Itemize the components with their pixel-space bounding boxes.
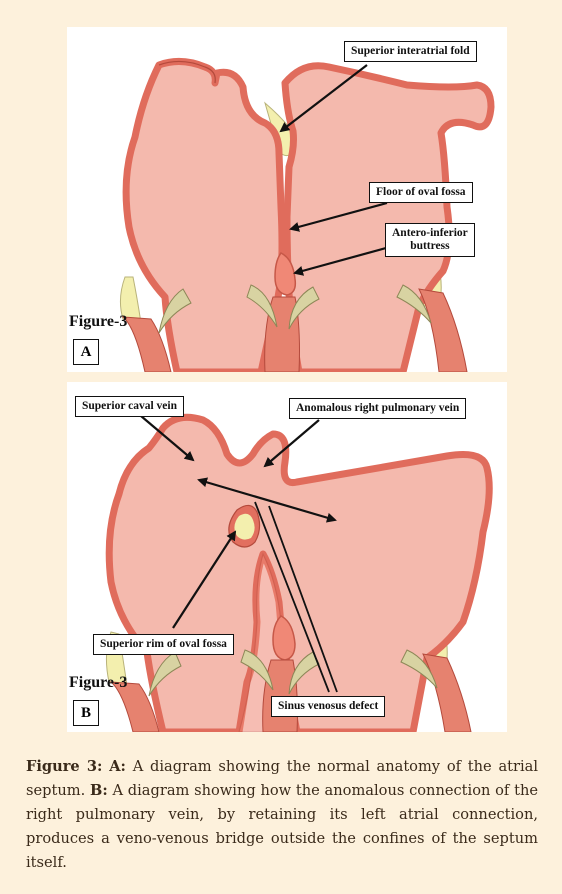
wall-bottom-right bbox=[423, 654, 471, 732]
caption-b-label: B: bbox=[90, 782, 108, 799]
figure-caption: Figure 3: A: A diagram showing the norma… bbox=[26, 755, 538, 875]
panel-b-illustration bbox=[67, 382, 507, 732]
figure-label-a: Figure-3 bbox=[69, 313, 127, 331]
atrial-chambers bbox=[109, 417, 489, 732]
callout-superior-caval-vein: Superior caval vein bbox=[75, 396, 184, 417]
callout-superior-rim-of-oval-fossa: Superior rim of oval fossa bbox=[93, 634, 234, 655]
caption-a-label: A: bbox=[109, 758, 126, 775]
panel-b-diagram: Superior caval vein Anomalous right pulm… bbox=[67, 382, 507, 732]
callout-antero-inferior-buttress: Antero-inferior buttress bbox=[385, 223, 475, 257]
wall-bottom-right bbox=[419, 289, 467, 372]
callout-superior-interatrial-fold: Superior interatrial fold bbox=[344, 41, 477, 62]
panel-a-diagram: Superior interatrial fold Floor of oval … bbox=[67, 27, 507, 372]
callout-floor-of-oval-fossa: Floor of oval fossa bbox=[369, 182, 473, 203]
callout-sinus-venosus-defect: Sinus venosus defect bbox=[271, 696, 385, 717]
callout-anomalous-right-pulmonary-vein: Anomalous right pulmonary vein bbox=[289, 398, 466, 419]
panel-letter-b: B bbox=[73, 700, 99, 726]
panel-letter-a: A bbox=[73, 339, 99, 365]
figure-label-b: Figure-3 bbox=[69, 674, 127, 692]
caption-label: Figure 3: bbox=[26, 758, 102, 775]
callout-line: buttress bbox=[392, 240, 468, 253]
left-atrium-chamber bbox=[285, 66, 491, 372]
callout-line: Antero-inferior bbox=[392, 227, 468, 240]
